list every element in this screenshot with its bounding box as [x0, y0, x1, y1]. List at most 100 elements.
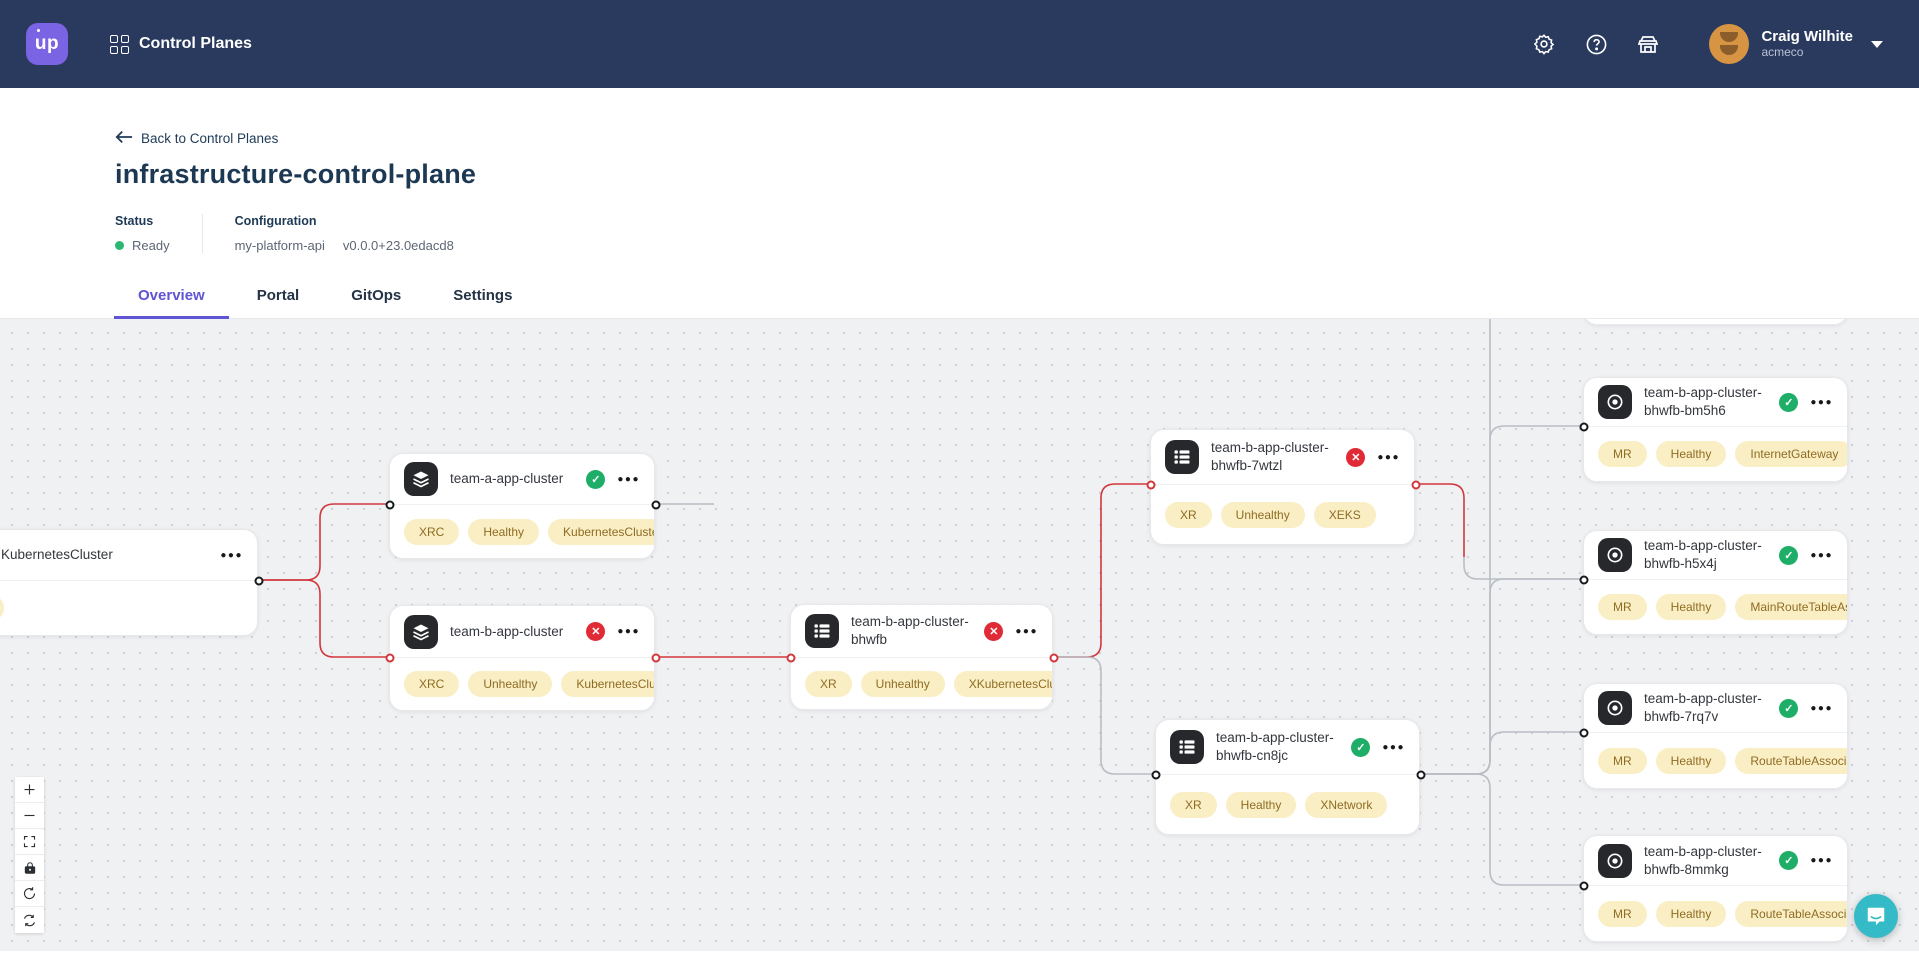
resource-icon	[805, 614, 839, 648]
configuration-version: v0.0.0+23.0edacd8	[342, 238, 454, 253]
node-menu-button[interactable]: ●●●	[1377, 451, 1400, 463]
badge-healthy: Healthy	[468, 518, 540, 545]
node-title: team-b-app-cluster-bhwfb-8mmkg	[1644, 843, 1762, 877]
tab-gitops[interactable]: GitOps	[351, 287, 402, 304]
chat-launcher-button[interactable]	[1854, 894, 1898, 938]
resource-icon	[1170, 730, 1204, 764]
badge-healthy: Healthy	[1655, 747, 1727, 774]
node-menu-button[interactable]: ●●●	[617, 473, 640, 485]
node-menu-button[interactable]: ●●●	[1810, 855, 1833, 866]
node-menu-button[interactable]: ●●●	[1382, 741, 1405, 753]
resource-graph-canvas[interactable]: KKubernetesCluster●●●API team-a-app-clust…	[0, 319, 1919, 951]
badge-xrc: XRC	[404, 518, 460, 545]
zoom-out-button[interactable]	[15, 803, 44, 829]
badge-xeks: XEKS	[1313, 501, 1376, 528]
avatar	[1709, 24, 1750, 64]
node-title: team-b-app-cluster-bhwfb-h5x4j	[1644, 538, 1762, 571]
badge-healthy: Healthy	[1655, 900, 1727, 927]
healthy-check-icon: ✓	[1779, 392, 1799, 412]
graph-edge	[1463, 557, 1583, 580]
badge-xkubernetescluster: XKubernetesCluster	[953, 670, 1052, 697]
node-title: team-b-app-cluster-bhwfb-cn8jc	[1216, 730, 1334, 763]
user-menu[interactable]: Craig Wilhite acmeco	[1709, 24, 1883, 64]
node-menu-button[interactable]: ●●●	[1810, 396, 1833, 408]
lock-button[interactable]	[15, 855, 44, 881]
node-title: team-b-app-cluster-bhwfb	[851, 614, 969, 647]
right-connection-handle	[1411, 480, 1421, 490]
graph-edge	[1420, 773, 1583, 886]
healthy-check-icon: ✓	[1779, 698, 1799, 718]
badge-mr: MR	[1598, 594, 1647, 620]
badge-unhealthy: Unhealthy	[468, 671, 553, 697]
marketplace-icon[interactable]	[1635, 31, 1661, 57]
help-icon[interactable]	[1583, 31, 1609, 57]
badge-xr: XR	[1165, 501, 1212, 528]
left-connection-handle	[1579, 422, 1589, 432]
tab-bar: Overview Portal GitOps Settings	[0, 281, 1919, 319]
apps-grid-icon	[110, 34, 129, 54]
app-title: Control Planes	[139, 35, 252, 52]
node-title: team-a-app-cluster	[450, 471, 564, 487]
right-connection-handle	[651, 500, 661, 510]
node-menu-button[interactable]: ●●●	[1810, 702, 1833, 714]
status-label: Status	[115, 214, 154, 228]
graph-edge	[1053, 483, 1150, 658]
right-connection-handle	[254, 576, 264, 586]
gear-icon[interactable]	[1531, 31, 1557, 57]
layers-icon	[404, 462, 438, 496]
tab-settings[interactable]: Settings	[453, 287, 513, 304]
node-menu-button[interactable]: ●●●	[617, 626, 640, 637]
graph-edge	[1420, 731, 1583, 775]
back-arrow-icon	[115, 130, 133, 147]
right-connection-handle	[1416, 770, 1426, 780]
node-menu-button[interactable]: ●●●	[220, 549, 243, 561]
sync-button[interactable]	[15, 907, 44, 933]
left-connection-handle	[1579, 728, 1589, 738]
badge-internetgateway: InternetGateway	[1735, 441, 1847, 467]
node-card-partial[interactable]	[1583, 319, 1848, 325]
right-connection-handle	[651, 653, 661, 663]
user-org: acmeco	[1761, 44, 1804, 59]
node-title: team-b-app-cluster	[450, 623, 564, 639]
node-title: team-b-app-cluster-bhwfb-7wtzl	[1211, 440, 1329, 473]
healthy-check-icon: ✓	[1779, 545, 1799, 565]
configuration-name: my-platform-api	[234, 238, 325, 253]
rotate-button[interactable]	[15, 881, 44, 907]
node-card-kubernetes-cluster[interactable]: KKubernetesCluster●●●API	[0, 529, 264, 636]
node-menu-button[interactable]: ●●●	[1810, 549, 1833, 561]
badge-xrc: XRC	[404, 671, 460, 697]
page-title: infrastructure-control-plane	[115, 159, 477, 189]
zoom-in-button[interactable]	[15, 777, 44, 803]
left-connection-handle	[786, 653, 796, 663]
resource-icon	[1165, 440, 1199, 474]
graph-edge	[257, 503, 389, 581]
fit-view-button[interactable]	[15, 829, 44, 855]
node-title: team-b-app-cluster-bhwfb-7rq7v	[1644, 691, 1762, 724]
user-name: Craig Wilhite	[1761, 28, 1853, 46]
back-to-control-planes-link[interactable]: Back to Control Planes	[115, 130, 278, 147]
tab-overview[interactable]: Overview	[114, 281, 229, 319]
badge-xnetwork: XNetwork	[1305, 791, 1388, 818]
managed-icon	[1598, 385, 1632, 419]
badge-routetableassociation: RouteTableAssociation	[1735, 747, 1847, 774]
top-navbar: up Control Planes Craig Wilhite acmeco	[0, 0, 1919, 88]
upbound-logo[interactable]: up	[26, 23, 68, 65]
node-menu-button[interactable]: ●●●	[1015, 625, 1038, 637]
managed-icon	[1598, 843, 1632, 878]
badge-healthy: Healthy	[1655, 594, 1727, 620]
graph-edge	[1053, 656, 1155, 775]
node-card-team-b-app-cluster-bhwfb-h5x4j[interactable]: team-b-app-cluster-bhwfb-h5x4j ✓ ●●● MR Heal…	[1579, 530, 1848, 635]
graph-edge	[257, 579, 389, 658]
badge-mr: MR	[1598, 441, 1647, 467]
badge-healthy: Healthy	[1655, 441, 1727, 467]
error-x-icon: ✕	[586, 622, 606, 641]
tab-portal[interactable]: Portal	[256, 287, 300, 304]
